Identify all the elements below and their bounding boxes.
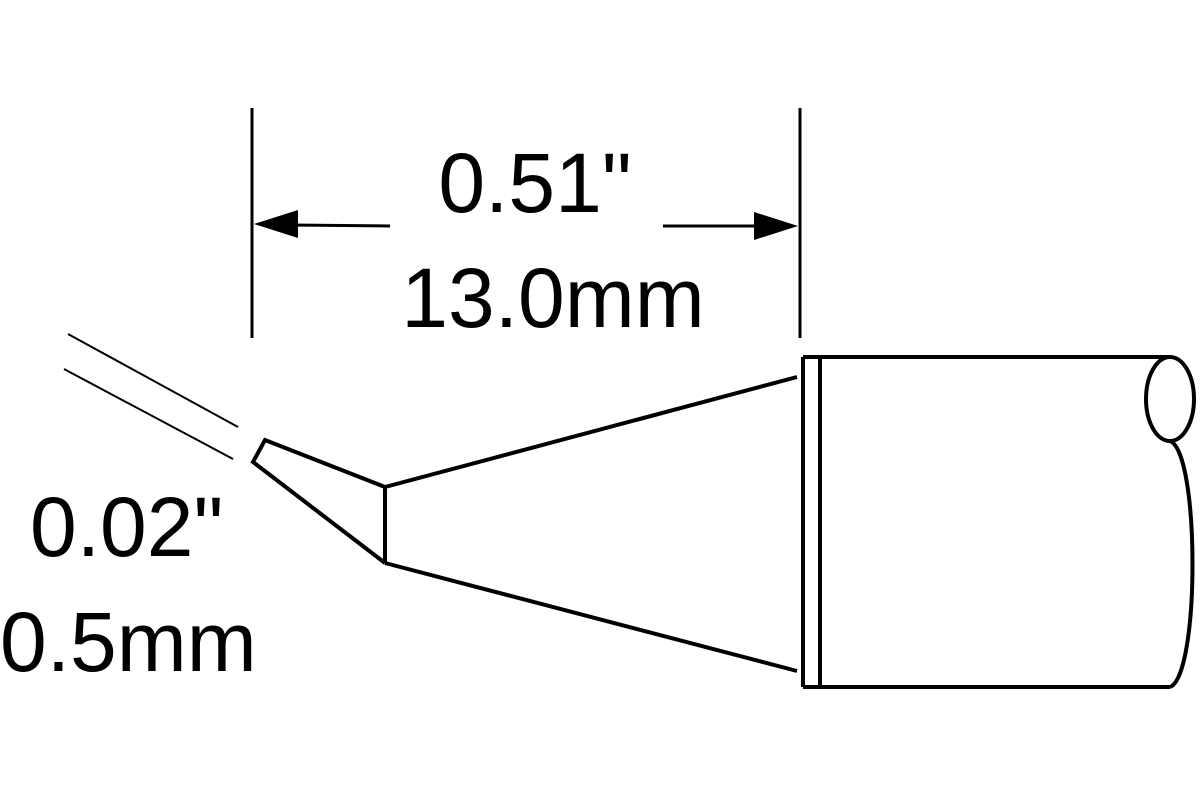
length-dimension-line-left: [289, 223, 391, 228]
tip-bent-point: [250, 437, 387, 565]
length-metric-label: 13.0mm: [401, 251, 704, 345]
soldering-tip-outline: [250, 355, 1196, 689]
tip-width-metric-label: 0.5mm: [0, 595, 257, 689]
length-arrowhead-left: [254, 210, 298, 238]
length-arrowhead-right: [754, 212, 798, 240]
tip-width-imperial-label: 0.02": [30, 480, 223, 574]
length-imperial-label: 0.51": [438, 136, 631, 230]
tip-width-leader-lower: [63, 368, 234, 460]
tip-barrel-end-ellipse: [1144, 355, 1196, 443]
tip-cone-upper-edge: [384, 375, 798, 489]
tip-width-leader-upper: [67, 333, 239, 428]
tip-barrel-end-break: [1168, 439, 1195, 689]
tip-cone-lower-edge: [384, 561, 798, 673]
